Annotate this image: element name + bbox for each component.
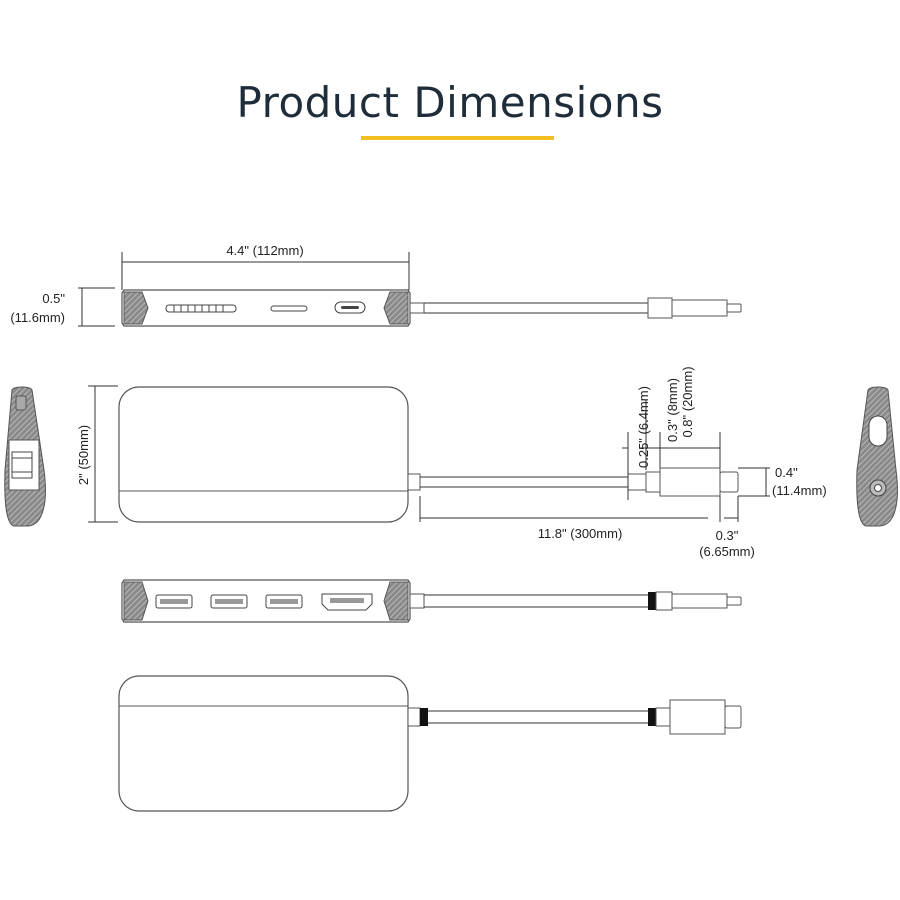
hdmi-port xyxy=(321,593,373,611)
side-view-card-reader: 4.4" (112mm) 0.5" (11.6mm) xyxy=(10,243,742,327)
end-view-ethernet xyxy=(4,386,46,527)
strain-relief-label: 0.25" (6.4mm) xyxy=(636,386,651,468)
end-view-usb-c xyxy=(856,386,898,527)
hub-bottom-body xyxy=(118,675,409,812)
usb-a-port-2 xyxy=(210,594,248,609)
plug-width-label-mm: (11.4mm) xyxy=(772,483,827,498)
page-title: Product Dimensions xyxy=(236,78,664,127)
title-underline xyxy=(361,136,554,140)
length-label: 4.4" (112mm) xyxy=(226,243,303,258)
plug-length-label: 0.8" (20mm) xyxy=(680,366,695,437)
usb-c-plug xyxy=(659,467,721,497)
usb-a-port-3 xyxy=(265,594,303,609)
plug-tip-label-in: 0.3" xyxy=(716,528,739,543)
usb-a-port-1 xyxy=(155,594,193,609)
microsd-slot xyxy=(270,305,308,312)
collar-label: 0.3" (8mm) xyxy=(665,378,680,442)
cable-length-label: 11.8" (300mm) xyxy=(538,526,623,541)
plug-width-label-in: 0.4" xyxy=(775,465,798,480)
hub-top-body xyxy=(118,386,409,523)
top-view: 2" (50mm) 0.25" (6.4mm) 0.3" (8mm) 0.8" … xyxy=(76,366,827,559)
side-view-usb-hdmi xyxy=(121,579,742,623)
width-label: 2" (50mm) xyxy=(76,425,91,485)
height-label-in: 0.5" xyxy=(42,291,65,306)
bottom-view xyxy=(118,675,742,812)
height-label-mm: (11.6mm) xyxy=(10,310,65,325)
sd-card-slot xyxy=(165,304,237,313)
plug-tip-label-mm: (6.65mm) xyxy=(699,544,755,559)
